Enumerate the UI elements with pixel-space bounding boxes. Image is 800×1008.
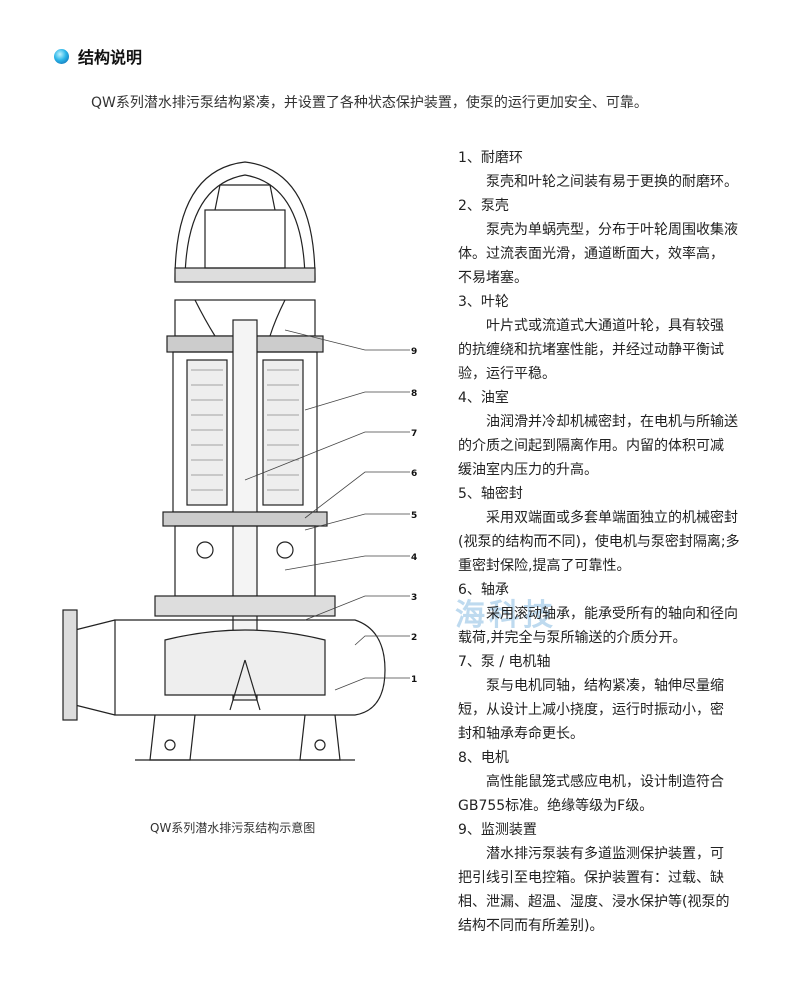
callout-1: 1 (411, 675, 417, 685)
item-description-line: 相、泄漏、超温、湿度、浸水保护等(视泵的 (458, 894, 730, 910)
item-description-line: 重密封保险,提高了可靠性。 (458, 558, 631, 574)
callout-5: 5 (411, 511, 417, 521)
item-description-line: 封和轴承寿命更长。 (458, 726, 584, 742)
item-title: 4、油室 (458, 390, 509, 406)
item-description-line: 油润滑并冷却机械密封，在电机与所输送 (486, 414, 738, 430)
figure-caption: QW系列潜水排污泵结构示意图 (150, 821, 316, 835)
pump-structure-drawing: 9 8 7 6 5 4 3 2 1 (62, 161, 417, 761)
item-description-line: 载荷,并完全与泵所输送的介质分开。 (458, 630, 687, 646)
intro-paragraph: QW系列潜水排污泵结构紧凑，并设置了各种状态保护装置，使泵的运行更加安全、可靠。 (91, 95, 648, 111)
item-description-line: 采用滚动轴承，能承受所有的轴向和径向 (486, 606, 738, 622)
item-description-line: 泵壳和叶轮之间装有易于更换的耐磨环。 (486, 174, 738, 190)
item-description-line: 的介质之间起到隔离作用。内留的体积可减 (458, 438, 724, 454)
callout-8: 8 (411, 389, 417, 399)
item-title: 9、监测装置 (458, 822, 537, 838)
item-description-line: 验，运行平稳。 (458, 366, 556, 382)
callout-7: 7 (411, 429, 417, 439)
item-description-line: (视泵的结构而不同)，使电机与泵密封隔离;多 (458, 534, 740, 550)
volute (114, 619, 386, 716)
item-description-line: 缓油室内压力的升高。 (458, 462, 598, 478)
item-description-line: 泵与电机同轴，结构紧凑，轴伸尽量缩 (486, 678, 724, 694)
section-title: 结构说明 (78, 48, 143, 67)
callout-3: 3 (411, 593, 417, 603)
blue-bullet-icon (54, 48, 69, 64)
base-feet (149, 714, 341, 761)
callout-6: 6 (411, 469, 417, 479)
item-title: 6、轴承 (458, 582, 509, 598)
callout-4: 4 (411, 553, 417, 563)
item-description-line: GB755标准。绝缘等级为F级。 (458, 798, 654, 814)
item-description-line: 潜水排污泵装有多道监测保护装置，可 (486, 846, 724, 862)
item-description-line: 泵壳为单蜗壳型，分布于叶轮周围收集液 (486, 222, 738, 238)
item-title: 3、叶轮 (458, 294, 509, 310)
item-description-line: 短，从设计上减小挠度，运行时振动小，密 (458, 702, 724, 718)
item-description-line: 把引线引至电控箱。保护装置有：过载、缺 (458, 870, 724, 886)
item-title: 5、轴密封 (458, 486, 523, 502)
lifting-cover (174, 161, 316, 281)
item-description-line: 叶片式或流道式大通道叶轮，具有较强 (486, 318, 724, 334)
section-header: 结构说明 (54, 44, 142, 68)
item-description-line: 体。过流表面光滑，通道断面大，效率高， (458, 246, 724, 262)
watermark: 海科技 (455, 598, 557, 633)
discharge-flange (62, 609, 78, 721)
item-description-line: 的抗缠绕和抗堵塞性能，并经过动静平衡试 (458, 342, 724, 358)
item-title: 7、泵 / 电机轴 (458, 654, 551, 670)
item-description-line: 不易堵塞。 (458, 270, 528, 286)
structure-items: 1、耐磨环泵壳和叶轮之间装有易于更换的耐磨环。 2、泵壳泵壳为单蜗壳型，分布于叶轮… (458, 146, 793, 938)
item-title: 2、泵壳 (458, 198, 509, 214)
item-title: 1、耐磨环 (458, 150, 523, 166)
callout-9: 9 (411, 347, 417, 357)
item-description-line: 高性能鼠笼式感应电机，设计制造符合 (486, 774, 724, 790)
item-title: 8、电机 (458, 750, 509, 766)
item-description-line: 采用双端面或多套单端面独立的机械密封 (486, 510, 738, 526)
callout-2: 2 (411, 633, 417, 643)
item-description-line: 结构不同而有所差别)。 (458, 918, 604, 934)
